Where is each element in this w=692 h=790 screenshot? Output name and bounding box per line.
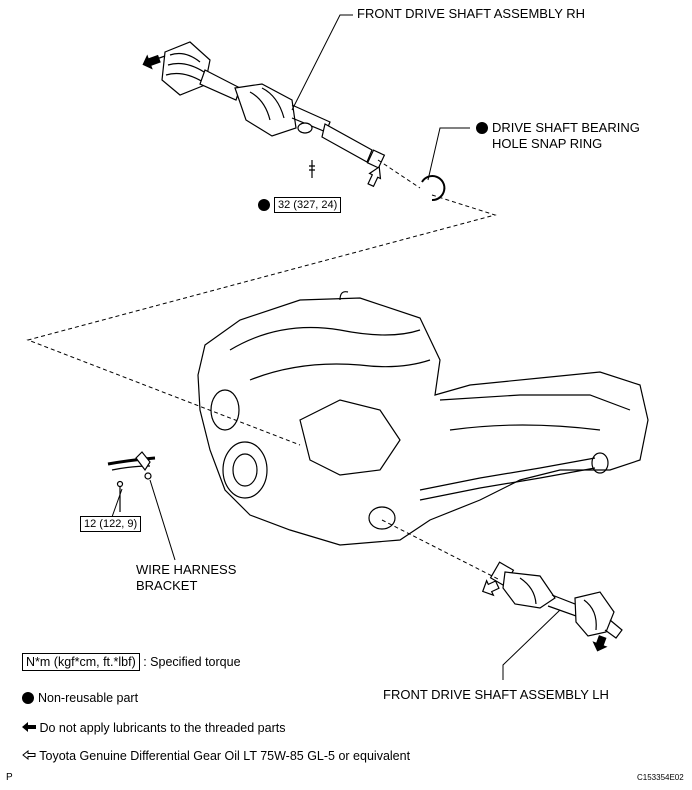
lh-assembly-label: FRONT DRIVE SHAFT ASSEMBLY LH: [383, 687, 609, 702]
legend-torque-text: : Specified torque: [143, 655, 241, 669]
bracket-bolt-torque-box: 12 (122, 9): [80, 516, 142, 532]
snap-ring-label: DRIVE SHAFT BEARING HOLE SNAP RING: [476, 120, 640, 152]
legend-gear-oil-text: Toyota Genuine Differential Gear Oil LT …: [39, 749, 411, 763]
leader-lines: [111, 14, 561, 680]
nonreusable-icon: [258, 199, 270, 211]
footer-mark: P: [6, 772, 13, 783]
bearing-bolt-torque-box: 32 (327, 24): [274, 197, 342, 213]
legend-nonreusable-text: Non-reusable part: [38, 691, 139, 705]
legend-nonreusable: Non-reusable part: [22, 690, 138, 706]
wire-label-line2: BRACKET: [136, 578, 198, 593]
bearing-bolt-torque: [258, 197, 274, 213]
wire-harness-bracket-label: WIRE HARNESS BRACKET: [136, 562, 236, 594]
rh-drive-shaft-drawing: [147, 41, 386, 178]
black-arrow-icon: [22, 720, 36, 736]
hollow-arrow-icon: [22, 748, 36, 764]
engine-transaxle-drawing: [197, 291, 649, 546]
nonreusable-icon: [22, 692, 34, 704]
snap-ring-label-line2: HOLE SNAP RING: [492, 136, 603, 151]
no-lubricant-arrows: [142, 54, 608, 652]
gear-oil-arrows: [367, 165, 500, 597]
rh-assembly-label: FRONT DRIVE SHAFT ASSEMBLY RH: [357, 6, 586, 21]
snap-ring-drawing: [421, 175, 446, 202]
legend-no-lube: Do not apply lubricants to the threaded …: [22, 720, 285, 736]
nonreusable-icon: [476, 122, 488, 134]
legend-gear-oil: Toyota Genuine Differential Gear Oil LT …: [22, 748, 410, 764]
wire-harness-bracket-drawing: [107, 451, 156, 512]
assembly-dashed-lines: [26, 159, 501, 581]
wire-label-line1: WIRE HARNESS: [136, 562, 237, 577]
legend-torque: N*m (kgf*cm, ft.*lbf) : Specified torque: [22, 653, 241, 671]
legend-no-lube-text: Do not apply lubricants to the threaded …: [39, 721, 286, 735]
snap-ring-label-line1: DRIVE SHAFT BEARING: [492, 120, 640, 135]
legend-torque-box: N*m (kgf*cm, ft.*lbf): [22, 653, 140, 671]
lh-drive-shaft-drawing: [489, 561, 623, 639]
figure-code: C153354E02: [637, 773, 684, 782]
